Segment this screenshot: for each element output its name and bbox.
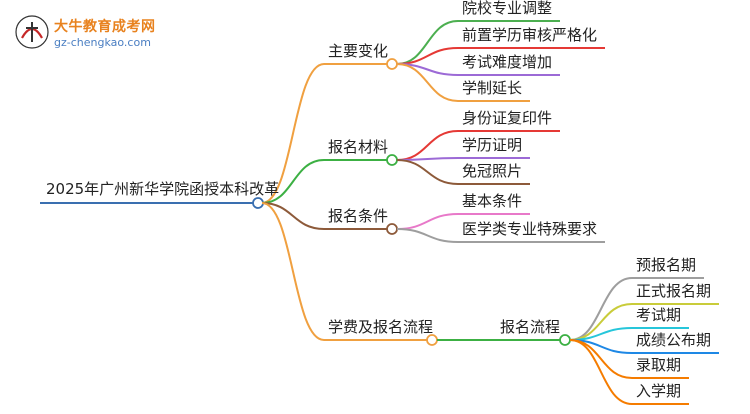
leaf-connector-2-3 xyxy=(396,159,459,185)
stage-4[interactable]: 成绩公布期 xyxy=(636,331,712,349)
subbranch-topic-4-1[interactable]: 报名流程 xyxy=(500,318,561,336)
stage-connector-6 xyxy=(569,339,633,405)
branch-connector-1 xyxy=(261,63,325,204)
leaf-3-2[interactable]: 医学类专业特殊要求 xyxy=(462,220,598,238)
leaf-1-3[interactable]: 考试难度增加 xyxy=(462,53,553,71)
stage-5[interactable]: 录取期 xyxy=(636,356,682,374)
branch-connector-2 xyxy=(261,159,325,204)
branch-node-circle-2[interactable] xyxy=(386,154,398,166)
leaf-connector-2-1 xyxy=(396,130,459,161)
brand-logo: 大牛教育成考网 gz-chengkao.com xyxy=(14,14,184,54)
leaf-1-1[interactable]: 院校专业调整 xyxy=(462,0,553,17)
leaf-connector-1-4 xyxy=(396,63,459,102)
branch-node-circle-3[interactable] xyxy=(386,223,398,235)
logo-title: 大牛教育成考网 xyxy=(54,19,156,35)
branch-topic-1[interactable]: 主要变化 xyxy=(328,42,389,60)
leaf-1-2[interactable]: 前置学历审核严格化 xyxy=(462,26,598,44)
leaf-connector-1-1 xyxy=(396,20,459,65)
leaf-3-1[interactable]: 基本条件 xyxy=(462,192,523,210)
branch-topic-2[interactable]: 报名材料 xyxy=(328,138,389,156)
leaf-connector-3-1 xyxy=(396,213,459,230)
stage-connector-1 xyxy=(569,277,633,341)
stage-2[interactable]: 正式报名期 xyxy=(636,282,712,300)
leaf-2-1[interactable]: 身份证复印件 xyxy=(462,109,553,127)
root-topic[interactable]: 2025年广州新华学院函授本科改革 xyxy=(46,180,280,198)
leaf-connector-3-2 xyxy=(396,228,459,243)
logo-mark-icon xyxy=(15,15,49,49)
root-node-circle[interactable] xyxy=(252,197,264,209)
leaf-2-3[interactable]: 免冠照片 xyxy=(462,162,523,180)
stage-1[interactable]: 预报名期 xyxy=(636,256,697,274)
logo-url: gz-chengkao.com xyxy=(54,36,151,49)
stage-3[interactable]: 考试期 xyxy=(636,306,682,324)
leaf-1-4[interactable]: 学制延长 xyxy=(462,79,523,97)
branch-connector-4 xyxy=(261,202,325,341)
subbranch-node-circle-4-1[interactable] xyxy=(559,334,571,346)
branch-node-circle-1[interactable] xyxy=(386,58,398,70)
branch-topic-4[interactable]: 学费及报名流程 xyxy=(328,318,434,336)
branch-connector-3 xyxy=(261,202,325,230)
stage-6[interactable]: 入学期 xyxy=(636,382,682,400)
branch-topic-3[interactable]: 报名条件 xyxy=(328,207,389,225)
branch-node-circle-4[interactable] xyxy=(426,334,438,346)
leaf-2-2[interactable]: 学历证明 xyxy=(462,136,523,154)
